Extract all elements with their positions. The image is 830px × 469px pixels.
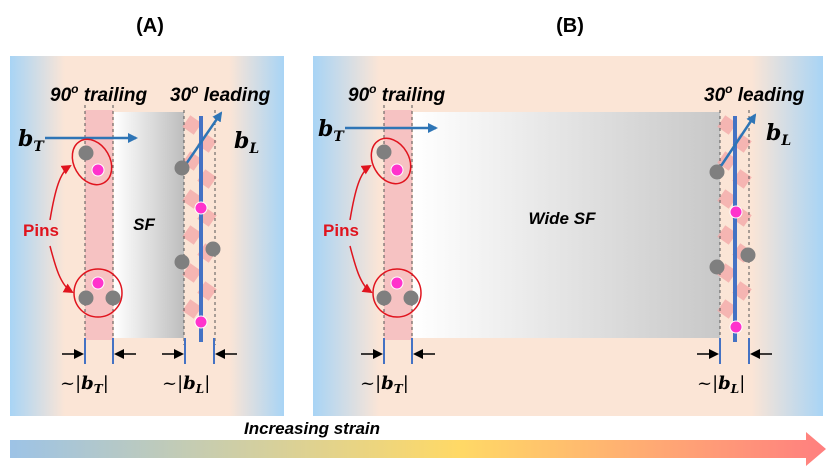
magenta-atom: [194, 315, 208, 329]
gray-atom: [174, 254, 190, 270]
strain-arrow-shape: [10, 432, 826, 466]
gray-atom: [709, 259, 725, 275]
trailing-width-label: ~|bT|: [360, 373, 409, 396]
gray-atom: [205, 241, 221, 257]
gray-atom: [376, 144, 392, 160]
trailing-burgers-vector: bT: [318, 116, 345, 145]
stacking-fault: [413, 112, 720, 338]
magenta-atom: [390, 163, 404, 177]
leading-burgers-vector: bL: [234, 128, 259, 157]
trailing-partial-band: [384, 110, 412, 340]
trailing-partial-label: 90o trailing: [348, 82, 445, 106]
stacking-fault-label: SF: [133, 215, 155, 234]
magenta-atom: [390, 276, 404, 290]
magenta-atom: [91, 276, 105, 290]
panel-a: (A) SF 90o trailing 30o leading: [10, 15, 284, 416]
pin-circle: [71, 138, 113, 186]
pin-circle: [370, 137, 412, 185]
gray-atom: [403, 290, 419, 306]
gray-atom: [174, 160, 190, 176]
leading-partial-label: 30o leading: [704, 82, 805, 106]
stacking-fault-label: Wide SF: [529, 209, 597, 228]
pin-circle: [73, 268, 123, 318]
gray-atom: [78, 290, 94, 306]
trailing-burgers-vector: bT: [18, 126, 45, 155]
gray-atom: [740, 247, 756, 263]
pin-pointer-arrow: [49, 164, 72, 221]
magenta-atom: [729, 320, 743, 334]
trailing-width-label: ~|bT|: [60, 373, 109, 396]
magenta-atom: [194, 201, 208, 215]
leading-partial-label: 30o leading: [170, 82, 271, 106]
panel-a-label: (A): [136, 15, 164, 37]
pins-label: Pins: [23, 221, 59, 240]
leading-width-label: ~|bL|: [697, 373, 745, 396]
strain-arrow: Increasing strain: [10, 419, 826, 466]
panel-b-label: (B): [556, 15, 584, 37]
magenta-atom: [729, 205, 743, 219]
strain-arrow-label: Increasing strain: [244, 419, 380, 438]
stacking-fault: [114, 112, 184, 338]
trailing-partial-band: [85, 110, 113, 340]
pin-pointer-arrow: [349, 164, 372, 221]
leading-burgers-arrow: [715, 113, 757, 173]
gray-atom: [709, 164, 725, 180]
trailing-partial-label: 90o trailing: [50, 82, 147, 106]
leading-burgers-vector: bL: [766, 120, 791, 149]
gray-atom: [78, 145, 94, 161]
pin-pointer-arrow: [349, 245, 373, 294]
magenta-atom: [91, 163, 105, 177]
panel-b: (B) Wide SF 90o trailing 30o leading: [313, 15, 823, 416]
gray-atom: [376, 290, 392, 306]
pin-pointer-arrow: [49, 245, 74, 294]
pins-label: Pins: [323, 221, 359, 240]
leading-burgers-arrow: [180, 111, 223, 171]
pin-circle: [372, 268, 422, 318]
gray-atom: [105, 290, 121, 306]
leading-width-label: ~|bL|: [162, 373, 210, 396]
